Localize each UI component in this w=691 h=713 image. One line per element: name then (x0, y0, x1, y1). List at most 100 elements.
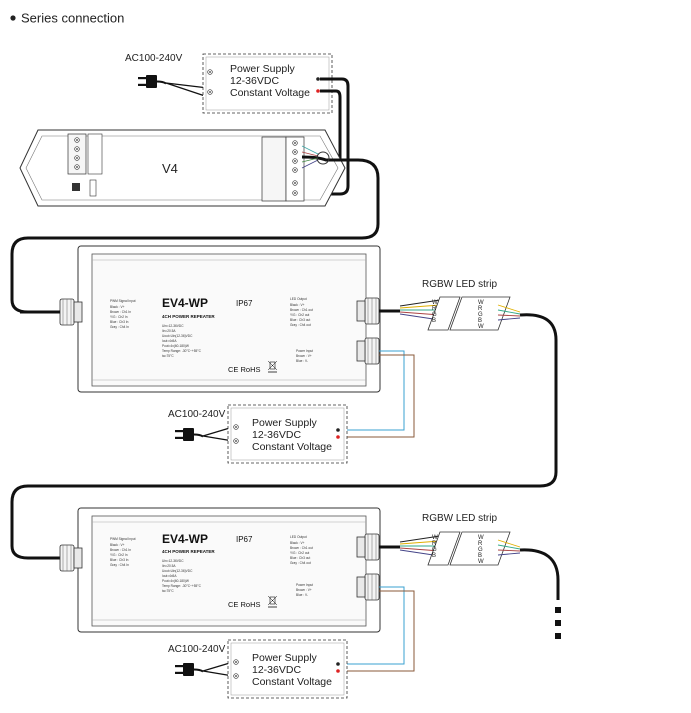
ac-plug-icon (174, 427, 204, 442)
pwm-row: Brown : Ch1 In (110, 310, 131, 314)
top-power-supply: Power Supply 12-36VDC Constant Voltage (202, 53, 333, 114)
unit1-power-supply: Power Supply 12-36VDC Constant Voltage (227, 404, 348, 464)
strip-pad-label: W (432, 300, 438, 306)
spec-line: Uout=Uin(12-36)VDC (162, 569, 193, 573)
psu-line3: Constant Voltage (230, 87, 310, 99)
psu-line2: 12-36VDC (230, 75, 279, 87)
continuation-dots (555, 607, 561, 639)
unit2-power-supply: Power Supply 12-36VDC Constant Voltage (227, 639, 348, 699)
strip-pad-label: R (478, 306, 483, 312)
top-ac-label: AC100-240V (125, 53, 183, 64)
terminal-icon (207, 89, 213, 95)
spec-line: Uin=12-36VDC (162, 559, 184, 563)
strip-pad-label: G (432, 312, 437, 318)
psu-line2: 12-36VDC (252, 429, 301, 441)
spec-line: Iin=20.5A (162, 329, 176, 333)
strip-label: RGBW LED strip (422, 279, 497, 290)
ip-rating: IP67 (236, 299, 253, 308)
led-strip-2: W R G B W R G B W (427, 531, 511, 566)
led-row: Y/G : Ch2 out (290, 313, 309, 317)
led-output-title: LED Output (290, 535, 307, 539)
unit1-ac-label: AC100-240V (168, 409, 226, 420)
psu-line3: Constant Voltage (252, 676, 332, 688)
power-gland-icon (356, 573, 380, 601)
psu-line3: Constant Voltage (252, 441, 332, 453)
strip-pad-label: R (478, 541, 483, 547)
psu-line2: 12-36VDC (252, 664, 301, 676)
bullet-icon (10, 15, 16, 21)
strip-label: RGBW LED strip (422, 513, 497, 524)
weee-bin-icon (267, 595, 278, 608)
pwm-row: Black : V+ (110, 305, 125, 309)
power-row: Blue : V- (296, 593, 308, 597)
pwm-row: Gray : Ch4 In (110, 325, 129, 329)
strip-pad-label: R (432, 541, 437, 547)
strip-pad-label: B (478, 553, 482, 559)
v4-controller: V4 (19, 129, 346, 207)
strip-pad-label: W (478, 559, 484, 565)
input-gland-icon (59, 544, 83, 572)
psu-line1: Power Supply (252, 417, 318, 429)
output-gland-icon (356, 297, 380, 325)
strip-pad-label: B (432, 318, 436, 324)
strip-pad-label: W (478, 324, 484, 330)
spec-line: Iout=4x5A (162, 339, 177, 343)
spec-line: Uout=Uin(12-36)VDC (162, 334, 193, 338)
output-gland-icon (356, 533, 380, 561)
repeater-subtitle: 4CH POWER REPEATER (162, 549, 215, 554)
terminal-icon (207, 69, 213, 75)
model-label: EV4-WP (162, 532, 208, 546)
input-gland-icon (59, 298, 83, 326)
pwm-title: PWM Signal Input (110, 299, 136, 303)
pwm-title: PWM Signal Input (110, 537, 136, 541)
psu-line1: Power Supply (252, 652, 318, 664)
strip-pad-label: W (478, 300, 484, 306)
led-row: Black : V+ (290, 303, 305, 307)
pwm-row: Blue : Ch3 In (110, 558, 129, 562)
strip-pad-label: G (478, 312, 483, 318)
ce-rohs-mark: CE RoHS (228, 600, 261, 609)
led-output-title: LED Output (290, 297, 307, 301)
repeater-2: EV4-WP IP67 4CH POWER REPEATER PWM Signa… (59, 507, 381, 633)
spec-line: ta=75°C (162, 354, 174, 358)
strip-pad-label: W (432, 535, 438, 541)
led-row: Brown : Ch1 out (290, 308, 313, 312)
ac-plug-icon (137, 74, 167, 89)
terminal-icon (233, 659, 239, 665)
terminal-icon (233, 673, 239, 679)
power-row: Blue : V- (296, 359, 308, 363)
repeater-1: EV4-WP IP67 4CH POWER REPEATER PWM Signa… (59, 245, 381, 393)
led-row: Brown : Ch1 out (290, 546, 313, 550)
spec-line: Iin=20.5A (162, 564, 176, 568)
spec-line: Temp Range: -30°C~+55°C (162, 349, 202, 353)
led-row: Gray : Ch4 out (290, 561, 311, 565)
strip-pad-label: G (478, 547, 483, 553)
spec-line: Temp Range: -30°C~+55°C (162, 584, 202, 588)
psu-line1: Power Supply (230, 63, 296, 75)
terminal-icon (233, 424, 239, 430)
spec-line: Iout=4x5A (162, 574, 177, 578)
led-row: Blue : Ch3 out (290, 318, 310, 322)
pwm-row: Black : V+ (110, 543, 125, 547)
led-row: Gray : Ch4 out (290, 323, 311, 327)
spec-line: Pout=4x(60-180)W (162, 344, 189, 348)
ip-rating: IP67 (236, 535, 253, 544)
strip-pad-label: W (478, 535, 484, 541)
power-gland-icon (356, 337, 380, 365)
weee-bin-icon (267, 360, 278, 373)
power-row: Brown : V+ (296, 354, 312, 358)
spec-line: ta=75°C (162, 589, 174, 593)
led-row: Blue : Ch3 out (290, 556, 310, 560)
pwm-row: Blue : Ch3 In (110, 320, 129, 324)
model-label: EV4-WP (162, 296, 208, 310)
power-row: Brown : V+ (296, 588, 312, 592)
pwm-row: Y/G : Ch2 In (110, 315, 128, 319)
ac-plug-icon (174, 662, 204, 677)
controller-label: V4 (162, 161, 178, 176)
led-strip-1: W R G B W R G B W (427, 296, 511, 331)
spec-line: Pout=4x(60-180)W (162, 579, 189, 583)
strip-pad-label: B (478, 318, 482, 324)
unit2-ac-label: AC100-240V (168, 644, 226, 655)
strip-pad-label: R (432, 306, 437, 312)
